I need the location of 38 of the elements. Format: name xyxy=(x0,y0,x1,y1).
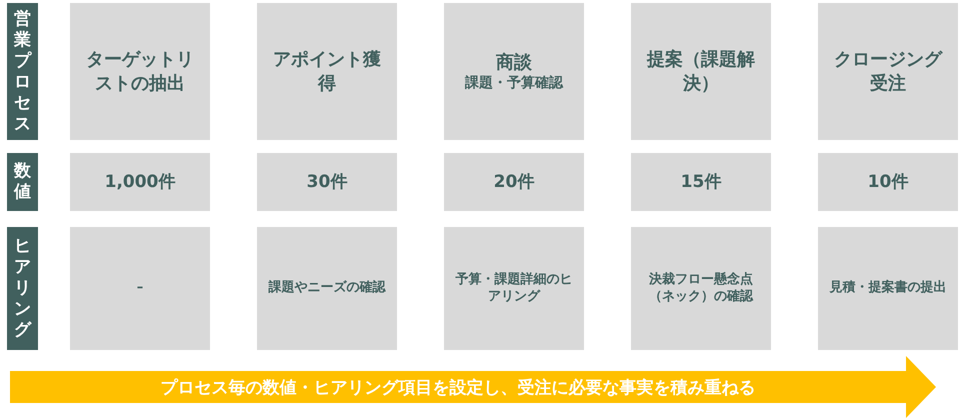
card-text: アポイント獲得 xyxy=(272,48,382,95)
table-card xyxy=(818,153,958,211)
card-text: 1,000件 xyxy=(104,170,176,194)
card-text: 見積・提案書の提出 xyxy=(830,280,946,297)
card-text: ターゲットリストの抽出 xyxy=(85,48,195,95)
row-header-band xyxy=(7,3,38,140)
table-card xyxy=(444,153,584,211)
card-text: 商談 xyxy=(496,50,532,74)
table-card xyxy=(631,153,771,211)
card-text: クロージング受注 xyxy=(833,48,944,95)
card-text: 提案（課題解決） xyxy=(646,48,756,95)
table-card xyxy=(257,3,397,140)
table-card xyxy=(631,227,771,350)
table-card xyxy=(444,3,584,140)
card-text: 30件 xyxy=(306,170,348,194)
table-card xyxy=(818,227,958,350)
card-subtitle: 課題・予算確認 xyxy=(465,74,563,92)
card-text: 課題やニーズの確認 xyxy=(268,280,386,297)
row-header-band xyxy=(7,227,38,350)
card-text: 決裁フロー懸念点（ネック）の確認 xyxy=(648,272,754,306)
table-card xyxy=(70,153,210,211)
row-header-band xyxy=(7,153,38,211)
row-header-text: ヒアリング xyxy=(14,236,32,341)
table-card xyxy=(631,3,771,140)
card-text: – xyxy=(136,280,144,297)
table-card xyxy=(70,3,210,140)
row-header-text: 営業プロセス xyxy=(14,8,32,134)
card-text: 予算・課題詳細のヒアリング xyxy=(455,272,573,306)
card-text: 20件 xyxy=(494,170,534,194)
table-card xyxy=(257,227,397,350)
table-card xyxy=(257,153,397,211)
table-card xyxy=(818,3,958,140)
card-text: 10件 xyxy=(868,170,908,194)
table-card xyxy=(70,227,210,350)
card-text: 15件 xyxy=(680,170,722,194)
row-header-text: 数値 xyxy=(14,161,32,203)
banner-text: プロセス毎の数値・ヒアリング項目を設定し、受注に必要な事実を積み重ねる xyxy=(160,376,756,398)
table-card xyxy=(444,227,584,350)
